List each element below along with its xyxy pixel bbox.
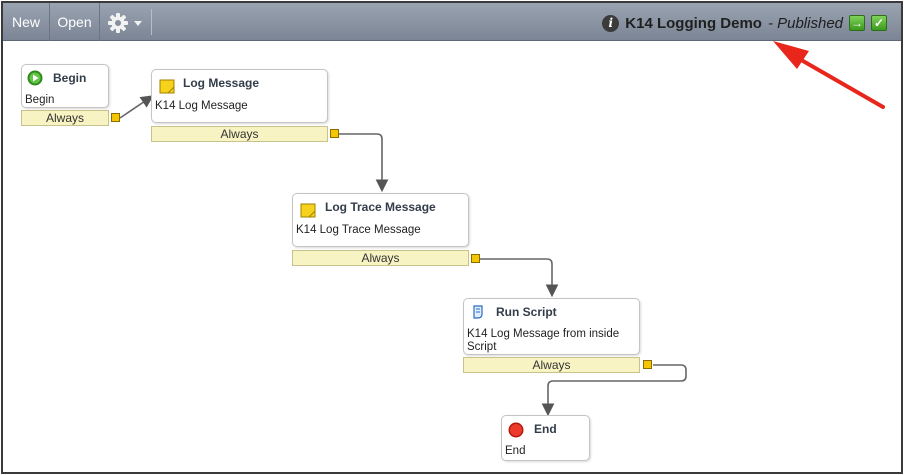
stop-icon bbox=[508, 422, 524, 438]
workflow-title: K14 Logging Demo bbox=[625, 14, 762, 32]
info-icon[interactable]: i bbox=[602, 14, 620, 32]
workflow-title-area: i K14 Logging Demo - Published → ✓ bbox=[602, 13, 887, 33]
node-log-trace-outcome: Always bbox=[292, 250, 469, 266]
node-begin-title: Begin bbox=[53, 71, 87, 85]
checkmark-icon[interactable]: ✓ bbox=[871, 15, 887, 31]
note-icon bbox=[300, 203, 316, 218]
node-begin-outcome: Always bbox=[21, 110, 109, 126]
node-run-script[interactable]: Run Script K14 Log Message from inside S… bbox=[463, 298, 640, 355]
export-icon[interactable]: → bbox=[849, 15, 865, 31]
publish-status: - Published bbox=[767, 14, 843, 32]
note-icon bbox=[159, 79, 175, 94]
node-run-script-outcome: Always bbox=[463, 357, 640, 373]
settings-menu-button[interactable] bbox=[107, 12, 147, 34]
link-log-to-trace bbox=[339, 133, 389, 193]
node-begin-desc: Begin bbox=[25, 94, 55, 106]
node-log-message-outcome: Always bbox=[151, 126, 328, 142]
gear-icon bbox=[108, 13, 142, 33]
chevron-down-icon bbox=[134, 21, 142, 26]
annotation-arrow bbox=[773, 41, 885, 109]
node-run-script-desc: K14 Log Message from inside Script bbox=[467, 328, 620, 353]
node-end[interactable]: End End bbox=[501, 415, 590, 461]
link-script-to-end bbox=[541, 364, 687, 417]
connection-lines bbox=[119, 95, 687, 417]
new-button[interactable]: New bbox=[3, 3, 50, 41]
node-log-message-port[interactable] bbox=[330, 129, 339, 138]
node-end-desc: End bbox=[505, 445, 526, 457]
node-log-message-desc: K14 Log Message bbox=[155, 100, 248, 112]
node-log-message-title: Log Message bbox=[183, 76, 260, 90]
link-trace-to-script bbox=[480, 258, 559, 298]
play-icon bbox=[27, 70, 43, 86]
toolbar-divider bbox=[151, 9, 152, 35]
open-button[interactable]: Open bbox=[50, 3, 100, 41]
node-begin-port[interactable] bbox=[111, 113, 120, 122]
node-log-trace-title: Log Trace Message bbox=[325, 200, 436, 214]
toolbar: New Open i K14 Logging Demo - Published … bbox=[3, 3, 901, 41]
workflow-canvas[interactable]: Begin Begin Always Log Message K14 Log M… bbox=[3, 42, 901, 474]
node-log-trace-desc: K14 Log Trace Message bbox=[296, 224, 421, 236]
link-begin-to-log bbox=[119, 95, 154, 119]
node-log-message[interactable]: Log Message K14 Log Message bbox=[151, 69, 328, 123]
node-log-trace[interactable]: Log Trace Message K14 Log Trace Message bbox=[292, 193, 469, 247]
node-run-script-title: Run Script bbox=[496, 305, 557, 319]
node-log-trace-port[interactable] bbox=[471, 254, 480, 263]
script-icon bbox=[473, 305, 483, 319]
node-end-title: End bbox=[534, 422, 557, 436]
node-run-script-port[interactable] bbox=[643, 360, 652, 369]
node-begin[interactable]: Begin Begin bbox=[21, 64, 109, 108]
